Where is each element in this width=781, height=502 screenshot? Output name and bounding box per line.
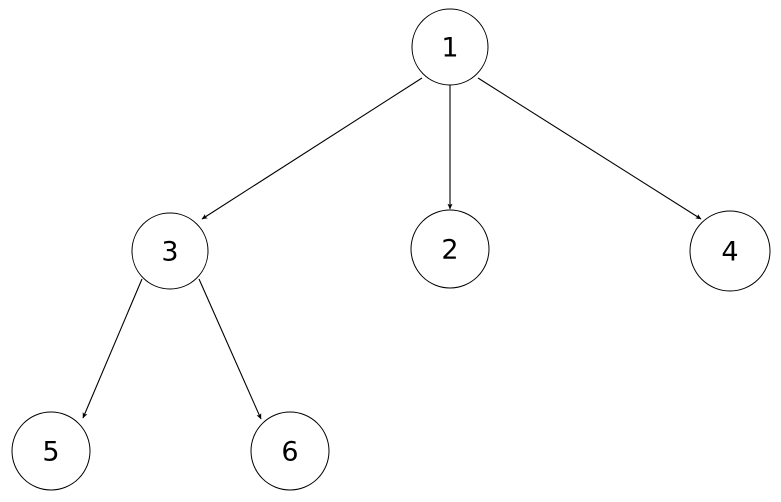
graph-node-5[interactable]: 5 <box>11 411 91 491</box>
node-label-6: 6 <box>281 437 298 468</box>
edge-layer <box>82 77 702 420</box>
node-circle-3[interactable] <box>131 212 209 290</box>
graph-node-3[interactable]: 3 <box>131 212 209 290</box>
node-label-4: 4 <box>721 237 738 268</box>
graph-node-1[interactable]: 1 <box>411 8 489 86</box>
node-circle-1[interactable] <box>411 8 489 86</box>
node-label-1: 1 <box>441 33 458 64</box>
edge-1-to-3[interactable] <box>201 77 423 220</box>
edge-1-to-4[interactable] <box>477 77 702 220</box>
edge-3-to-6[interactable] <box>198 278 262 420</box>
node-layer: 1 2 3 4 5 6 <box>11 8 771 491</box>
graph-node-2[interactable]: 2 <box>410 209 490 289</box>
edge-3-to-5[interactable] <box>82 278 143 419</box>
node-circle-2[interactable] <box>410 209 490 289</box>
node-circle-4[interactable] <box>689 210 771 292</box>
node-circle-6[interactable] <box>250 411 330 491</box>
node-circle-5[interactable] <box>11 411 91 491</box>
node-label-3: 3 <box>161 237 178 268</box>
graph-node-6[interactable]: 6 <box>250 411 330 491</box>
node-label-2: 2 <box>441 235 458 266</box>
graph-node-4[interactable]: 4 <box>689 210 771 292</box>
node-label-5: 5 <box>42 437 59 468</box>
